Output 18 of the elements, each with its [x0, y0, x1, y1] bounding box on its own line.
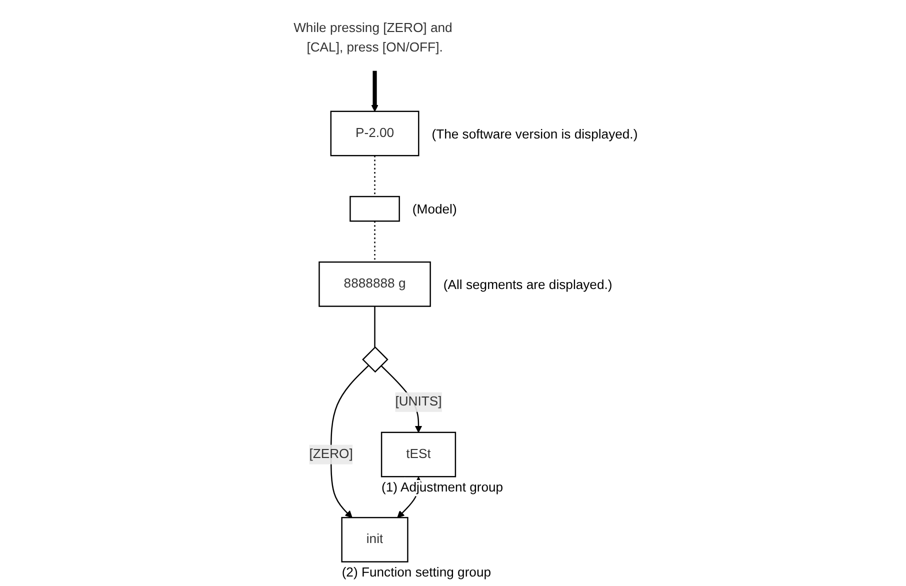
node-box: P-2.00: [330, 110, 420, 156]
connector: [374, 156, 376, 197]
node-box: tESt: [380, 432, 456, 478]
node-label: (All segments are displayed.): [443, 277, 612, 292]
node-box: init: [341, 516, 408, 562]
node-label: (The software version is displayed.): [432, 126, 638, 142]
node-text: While pressing [ZERO] and [CAL], press [ON/OFF].: [294, 21, 452, 55]
arrow: [371, 70, 378, 112]
arrow: [330, 365, 369, 518]
node-label: (2) Function setting group: [342, 564, 492, 580]
edge-label: [ZERO]: [309, 447, 353, 462]
node-label: (Model): [412, 202, 457, 217]
connector: [374, 306, 376, 348]
connector: [374, 221, 376, 262]
node-box: 8888888 g: [318, 261, 431, 307]
node-diamond: [362, 346, 388, 373]
node-box: [350, 196, 400, 222]
edge-label: [UNITS]: [395, 394, 442, 409]
